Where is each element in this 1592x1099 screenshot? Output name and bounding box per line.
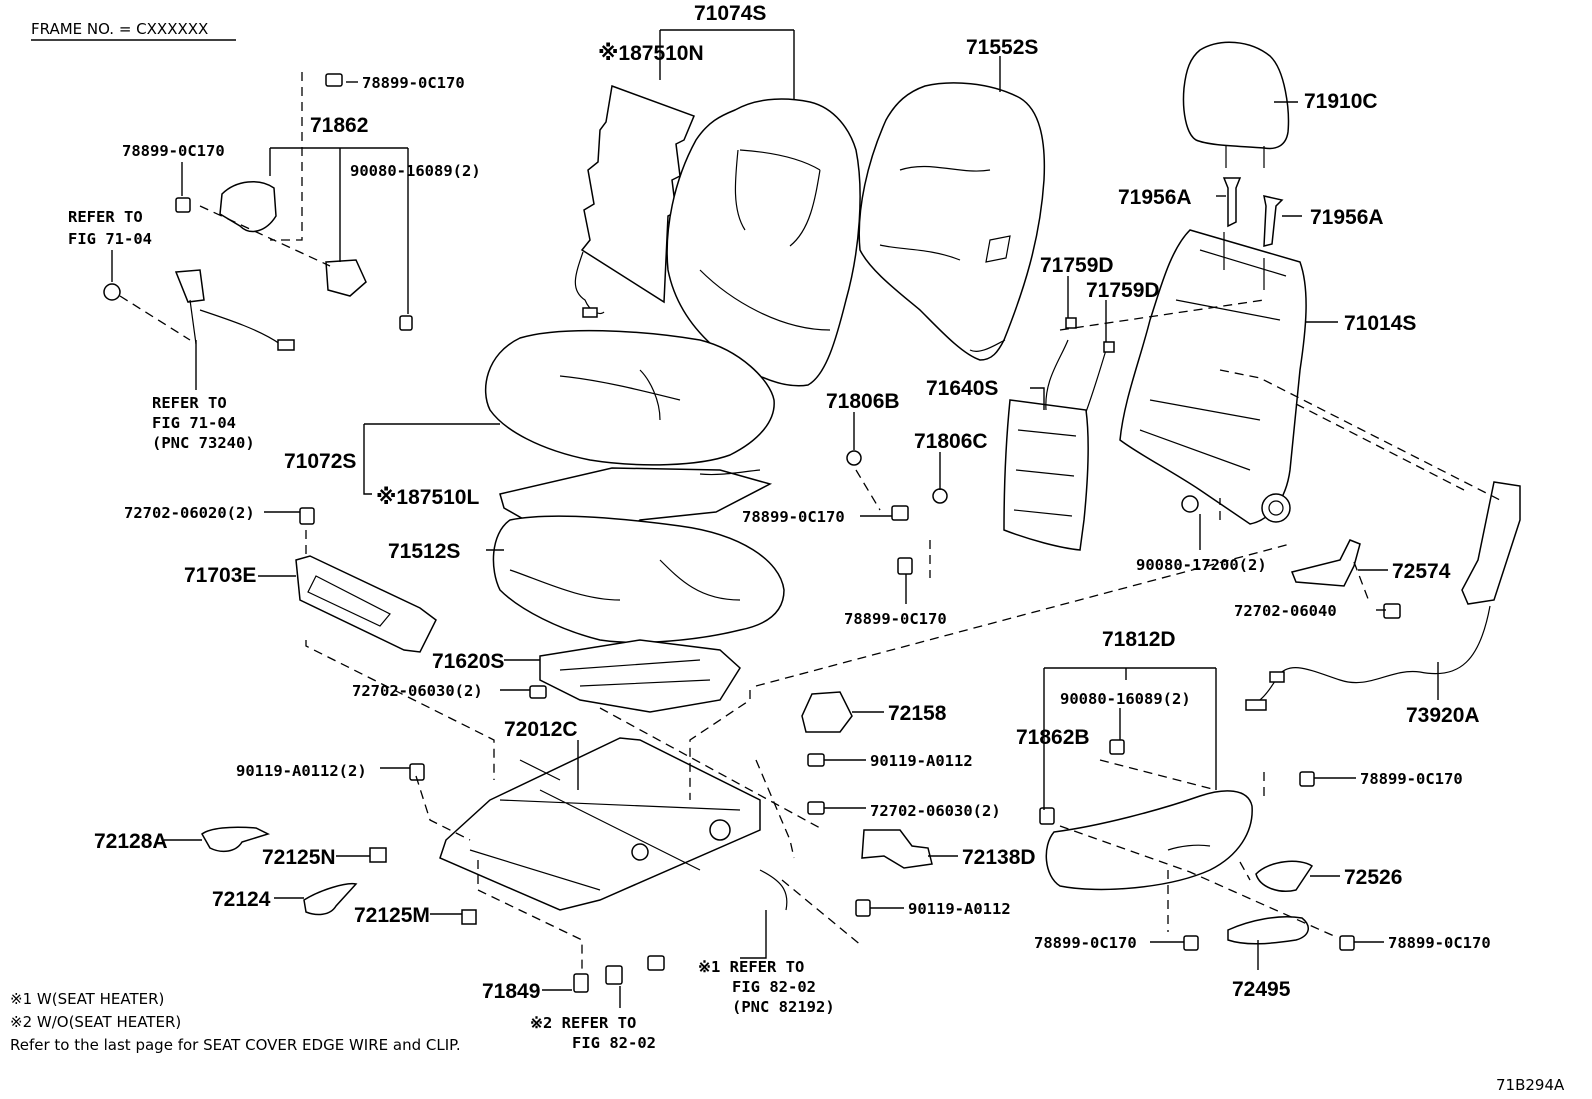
label-78899-0C170-b2: 78899-0C170 <box>1388 934 1491 952</box>
ref-fig-71-04-a-line2: FIG 71-04 <box>68 230 152 248</box>
side-airbag-assembly <box>1245 481 1521 711</box>
belt-anchor-bracket <box>219 181 367 297</box>
trim-72124 <box>303 882 358 916</box>
footnotes: ※1 W(SEAT HEATER) ※2 W/O(SEAT HEATER) Re… <box>10 990 461 1054</box>
label-71862B: 71862B <box>1016 726 1090 749</box>
label-72574: 72574 <box>1392 560 1451 583</box>
label-72526: 72526 <box>1344 866 1402 889</box>
leader-lines <box>111 29 1439 1008</box>
seatback-pad <box>858 82 1046 361</box>
label-71910C: 71910C <box>1304 90 1378 113</box>
label-73920A: 73920A <box>1406 704 1480 727</box>
seatback-cover <box>666 98 861 387</box>
label-78899-0C170-top: 78899-0C170 <box>362 74 465 92</box>
seat-cushion-pad <box>492 515 785 644</box>
label-90119-A0112-c: 90119-A0112 <box>908 900 1011 918</box>
label-72158: 72158 <box>888 702 947 725</box>
ref-fig-71-04-a-line1: REFER TO <box>68 208 143 226</box>
cushion-spring-wire <box>539 639 741 713</box>
part-labels: 71074S ※187510N 71552S 71910C 78899-0C17… <box>94 2 1491 1003</box>
label-71849: 71849 <box>482 980 540 1003</box>
label-71806C: 71806C <box>914 430 988 453</box>
label-71862: 71862 <box>310 114 368 137</box>
bracket-72574 <box>1290 539 1361 587</box>
assembly-dashed-lines <box>119 72 1501 974</box>
label-90080-16089-b: 90080-16089(2) <box>1060 690 1191 708</box>
label-87510N: ※187510N <box>598 42 704 65</box>
label-71956A-left: 71956A <box>1118 186 1192 209</box>
figure-references: REFER TO FIG 71-04 REFER TO FIG 71-04 (P… <box>68 208 835 1052</box>
label-71759D-a: 71759D <box>1040 254 1114 277</box>
label-72125M: 72125M <box>354 904 430 927</box>
label-90119-A0112-a: 90119-A0112(2) <box>236 762 367 780</box>
label-78899-0C170-mid: 78899-0C170 <box>742 508 845 526</box>
diagram-id: 71B294A <box>1496 1076 1565 1094</box>
label-71812D: 71812D <box>1102 628 1176 651</box>
label-90080-17200: 90080-17200(2) <box>1136 556 1267 574</box>
armrest-side-cover <box>1045 790 1253 891</box>
label-72125N: 72125N <box>262 846 336 869</box>
trim-72128A <box>201 826 271 853</box>
lumbar-support <box>1003 339 1107 551</box>
ref-fig-82-02-a-line1: ※1 REFER TO <box>698 958 804 976</box>
label-78899-0C170-mid2: 78899-0C170 <box>844 610 947 628</box>
label-71703E: 71703E <box>184 564 256 587</box>
label-72702-06040: 72702-06040 <box>1234 602 1337 620</box>
clip-71759d-a <box>1065 317 1077 329</box>
label-71759D-b: 71759D <box>1086 279 1160 302</box>
bolts <box>103 73 1401 993</box>
seat-cushion-cover <box>484 329 775 466</box>
label-72012C: 72012C <box>504 718 578 741</box>
label-72702-06020: 72702-06020(2) <box>124 504 255 522</box>
label-71806B: 71806B <box>826 390 900 413</box>
seatback-frame <box>1119 229 1307 525</box>
label-71512S: 71512S <box>388 540 460 563</box>
trim-72495 <box>1227 915 1309 945</box>
ref-fig-71-04-b-line2: FIG 71-04 <box>152 414 236 432</box>
label-71552S: 71552S <box>966 36 1038 59</box>
label-90080-16089-top: 90080-16089(2) <box>350 162 481 180</box>
label-72138D: 72138D <box>962 846 1036 869</box>
ref-fig-82-02-a-line3: (PNC 82192) <box>732 998 835 1016</box>
note-refer-last-page: Refer to the last page for SEAT COVER ED… <box>10 1036 461 1054</box>
note-no-seat-heater: ※2 W/O(SEAT HEATER) <box>10 1013 181 1031</box>
label-87510L: ※187510L <box>376 486 479 509</box>
headrest-support-right <box>1263 195 1284 247</box>
trim-72526 <box>1255 860 1314 892</box>
label-72124: 72124 <box>212 888 271 911</box>
cushion-side-pan <box>295 555 437 653</box>
label-71620S: 71620S <box>432 650 504 673</box>
label-72702-06030-a: 72702-06030(2) <box>352 682 483 700</box>
label-90119-A0112-b: 90119-A0112 <box>870 752 973 770</box>
trim-72138D <box>861 829 933 869</box>
seat-belt-buckle <box>174 269 295 351</box>
label-72495: 72495 <box>1232 978 1291 1001</box>
clip-72125m <box>461 909 477 925</box>
clip-71759d-b <box>1103 341 1115 353</box>
headrest-support-left <box>1222 177 1242 228</box>
ref-fig-82-02-a-line2: FIG 82-02 <box>732 978 816 996</box>
ref-fig-82-02-b-line2: FIG 82-02 <box>572 1034 656 1052</box>
clip-72125n <box>369 847 387 863</box>
frame-number: FRAME NO. = CXXXXXX <box>31 20 208 38</box>
label-78899-0C170-left: 78899-0C170 <box>122 142 225 160</box>
label-71956A-right: 71956A <box>1310 206 1384 229</box>
trim-72158 <box>801 691 853 733</box>
note-seat-heater: ※1 W(SEAT HEATER) <box>10 990 164 1008</box>
seat-adjuster <box>439 737 788 911</box>
label-72702-06030-b: 72702-06030(2) <box>870 802 1001 820</box>
headrest <box>1182 41 1290 168</box>
ref-fig-82-02-b-line1: ※2 REFER TO <box>530 1014 636 1032</box>
label-71072S: 71072S <box>284 450 356 473</box>
ref-fig-71-04-b-line1: REFER TO <box>152 394 227 412</box>
ref-fig-71-04-b-line3: (PNC 73240) <box>152 434 255 452</box>
label-78899-0C170-r1: 78899-0C170 <box>1360 770 1463 788</box>
label-78899-0C170-b1: 78899-0C170 <box>1034 934 1137 952</box>
label-72128A: 72128A <box>94 830 168 853</box>
label-71074S: 71074S <box>694 2 766 25</box>
label-71640S: 71640S <box>926 377 998 400</box>
label-71014S: 71014S <box>1344 312 1416 335</box>
seatback-heater-mat <box>574 84 695 318</box>
